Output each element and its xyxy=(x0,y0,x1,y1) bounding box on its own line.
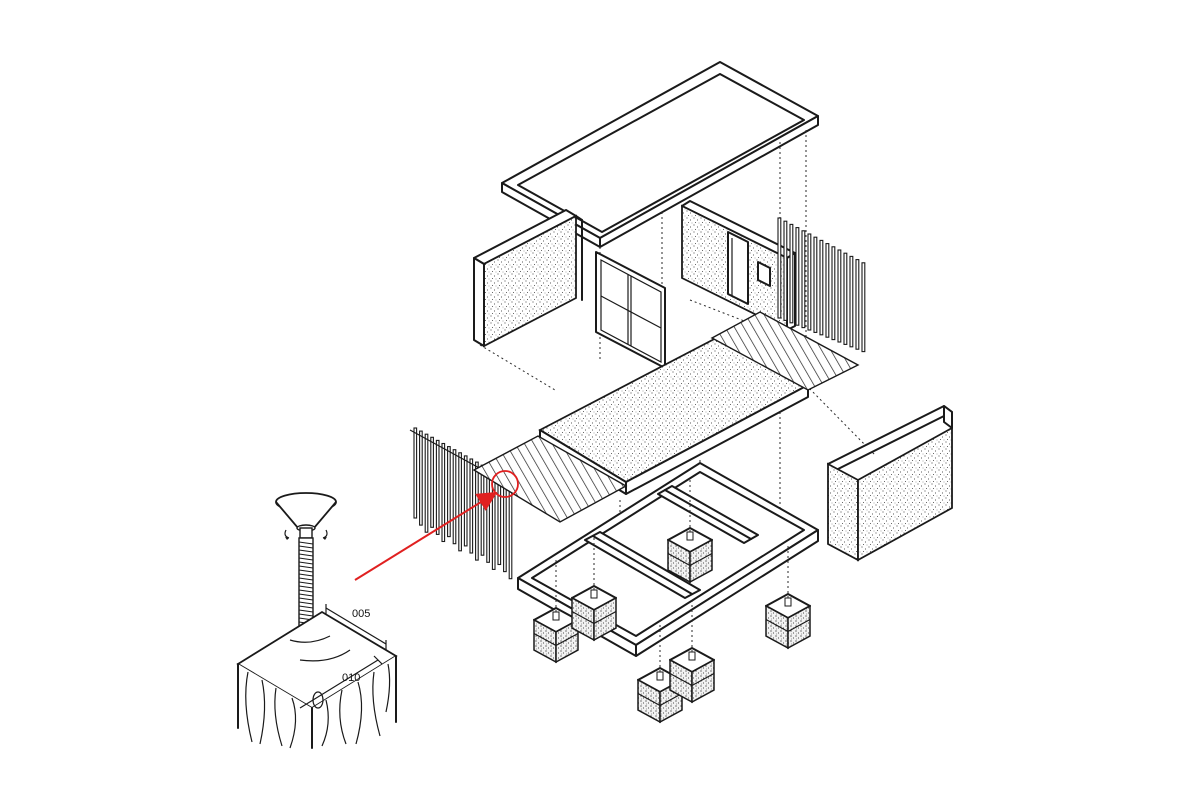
slat xyxy=(497,473,502,566)
slat xyxy=(441,442,446,543)
slat xyxy=(801,230,806,329)
lower-right-wall xyxy=(827,405,953,562)
slat xyxy=(480,464,485,556)
slat xyxy=(463,455,468,547)
slat xyxy=(458,452,462,552)
slat xyxy=(424,433,429,533)
slat xyxy=(843,252,848,345)
right-slat-screen xyxy=(777,217,866,353)
slat xyxy=(783,220,788,321)
connection-highlight xyxy=(491,470,519,498)
slat xyxy=(807,233,812,331)
slat xyxy=(789,223,794,324)
dimension-lines xyxy=(299,604,387,709)
slat xyxy=(452,449,457,545)
wood-post-icon xyxy=(236,610,398,749)
slat xyxy=(419,430,423,526)
slat xyxy=(813,236,818,333)
upper-left-wall xyxy=(473,209,583,348)
slat xyxy=(831,246,836,341)
footing-block xyxy=(667,480,713,584)
funnel-cap-icon xyxy=(275,492,337,539)
footings xyxy=(533,480,811,724)
footing-block xyxy=(765,546,811,650)
slat xyxy=(447,446,451,538)
slat xyxy=(413,427,418,519)
width-dimension-label: 010 xyxy=(342,672,360,684)
slat xyxy=(819,239,824,336)
footing-block xyxy=(669,600,715,704)
footing-block xyxy=(533,560,579,664)
slat xyxy=(435,439,440,535)
slat xyxy=(503,477,507,573)
footing-block xyxy=(571,538,617,642)
upper-deck xyxy=(710,311,860,391)
rotation-arrow-icon xyxy=(284,529,328,540)
slat xyxy=(777,217,782,319)
slat xyxy=(486,467,490,563)
glass-door xyxy=(595,251,666,369)
slat xyxy=(795,227,800,326)
slat xyxy=(837,249,842,343)
left-slat-screen xyxy=(409,427,513,580)
post-connector-detail: 005 010 xyxy=(236,492,398,749)
depth-dimension-label: 005 xyxy=(352,608,370,620)
slat xyxy=(469,458,474,554)
slat xyxy=(475,461,479,561)
slat xyxy=(849,255,854,348)
upper-right-wall xyxy=(681,200,796,332)
detail-arrow xyxy=(354,491,498,581)
slat xyxy=(855,259,860,350)
slat xyxy=(825,243,830,338)
slat xyxy=(430,436,434,528)
slat xyxy=(861,262,866,353)
lower-deck xyxy=(472,435,628,523)
